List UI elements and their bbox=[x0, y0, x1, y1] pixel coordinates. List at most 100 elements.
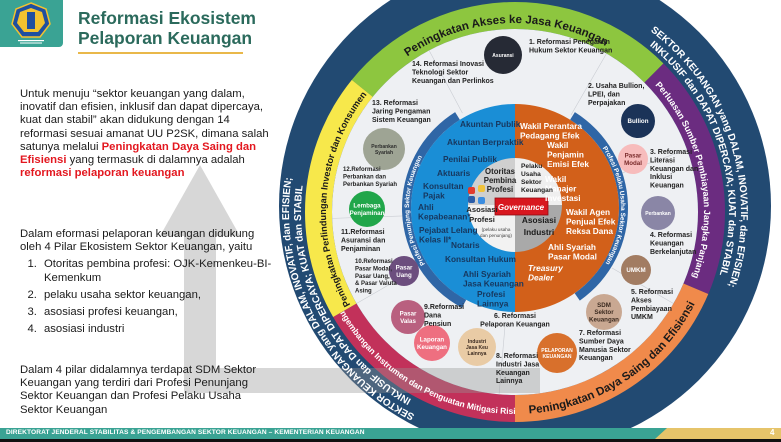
otoritas-label-line: Profesi bbox=[487, 185, 513, 194]
profesi-penunjang-area bbox=[411, 104, 515, 312]
profesi-pelaku-item-line: Investasi bbox=[545, 193, 581, 203]
profesi-penunjang-item-line: Lainnya bbox=[477, 299, 509, 309]
core-asosiasi-profesi bbox=[468, 205, 515, 252]
reform-label-line: Pensiun bbox=[424, 321, 451, 328]
authority-logo-icon bbox=[468, 196, 475, 203]
reform-label-line: Inklusi bbox=[650, 174, 672, 181]
reform-label-line: 9.Reformasi bbox=[424, 304, 464, 311]
pelaku-usaha-label-line: Usaha bbox=[521, 171, 541, 178]
profesi-penunjang-item-line: Ahli Syariah bbox=[463, 269, 511, 279]
intro-highlight-1: Peningkatan Daya Saing dan Efisiensi bbox=[20, 140, 257, 167]
sector-circle-label-line: Industri bbox=[468, 339, 487, 345]
band-penunjang bbox=[401, 112, 467, 308]
sector-circle-label-line: Penjaminan bbox=[350, 210, 385, 217]
pillar-yellow-segment bbox=[305, 79, 373, 318]
reform-label-line: Pembiayaan bbox=[631, 306, 672, 313]
reform-label-line: Berkelanjutan bbox=[650, 249, 696, 256]
sector-circle bbox=[618, 144, 648, 174]
profesi-penunjang-item-line: Aktuaris bbox=[437, 168, 471, 178]
intro-paragraph: Untuk menuju “sektor keuangan yang dalam… bbox=[20, 88, 275, 180]
asosiasi-industri-label-line: Industri bbox=[524, 227, 554, 237]
pillar-item: Otoritas pembina profesi: OJK-Kemenkeu-B… bbox=[40, 258, 275, 284]
profesi-pelaku-item-line: Wakil bbox=[545, 174, 566, 184]
profesi-pelaku-item-line: Dealer bbox=[528, 273, 554, 283]
sector-circle-label-line: Sektor bbox=[594, 309, 614, 316]
pillar-item: asosiasi industri bbox=[40, 323, 275, 336]
reform-label-line: Penjaminan bbox=[341, 246, 380, 253]
reform-label-line: Keuangan dan bbox=[650, 166, 698, 173]
sector-circle-label-line: Perbankan bbox=[371, 144, 397, 150]
sector-circle-label: Perbankan bbox=[645, 211, 671, 217]
bottom-edge bbox=[0, 439, 781, 442]
reform-label-line: Asing bbox=[355, 289, 372, 295]
reform-label-line: 13. Reformasi bbox=[372, 100, 418, 107]
profesi-penunjang-item-line: Jasa Keuangan bbox=[463, 279, 524, 289]
reform-label-line: LPEI, dan bbox=[588, 91, 620, 98]
profesi-pelaku-area bbox=[515, 104, 619, 312]
reform-label-line: 12.Reformasi bbox=[343, 167, 381, 173]
pillars-intro: Dalam eformasi pelaporan keuangan diduku… bbox=[20, 228, 255, 254]
reform-label-line: 11.Reformasi bbox=[341, 229, 385, 236]
reform-label-line: 1. Reformasi Penegakan bbox=[529, 39, 610, 46]
pillars-list: Otoritas pembina profesi: OJK-Kemenkeu-B… bbox=[20, 258, 275, 336]
reform-label-line: Keuangan bbox=[650, 240, 684, 247]
profesi-pelaku-item-line: Penjamin bbox=[547, 150, 584, 160]
profesi-pelaku-item-line: Reksa Dana bbox=[566, 226, 613, 236]
sector-circle-label-line: Pasar bbox=[625, 153, 642, 160]
pelaku-usaha-label-line: Pelaku bbox=[521, 163, 542, 170]
sector-circle-label-line: Jasa Keu bbox=[466, 345, 488, 351]
profesi-penunjang-item-line: Ahli bbox=[418, 202, 434, 212]
core-asosiasi-industri bbox=[515, 205, 562, 252]
sector-circle bbox=[363, 128, 405, 170]
reform-label-line: Lainnya bbox=[496, 378, 523, 385]
intro-highlight-2: reformasi pelaporan keuangan bbox=[20, 167, 185, 180]
intro-text-2: yang termasuk di dalamnya adalah bbox=[66, 154, 245, 167]
sector-circle-label-line: Lainnya bbox=[468, 351, 487, 357]
profesi-pelaku-item-line: Ahli Syariah bbox=[548, 242, 596, 252]
sector-circle bbox=[389, 256, 419, 286]
divider-line bbox=[428, 50, 463, 114]
profesi-penunjang-item-line: Konsultan bbox=[423, 181, 464, 191]
governance-box bbox=[494, 197, 549, 216]
profesi-penunjang-item-line: Konsultan Hukum bbox=[445, 254, 516, 264]
sector-circle bbox=[414, 325, 450, 361]
upward-arrow-overlay bbox=[160, 165, 540, 393]
authority-logo-icon bbox=[468, 187, 475, 194]
reform-label-line: Sistem Keuangan bbox=[372, 117, 431, 124]
footer-bar bbox=[0, 428, 781, 439]
reform-label-line: Teknologi Sektor bbox=[412, 69, 469, 76]
core-pelaku bbox=[515, 158, 562, 205]
reform-label-line: Sumber Daya bbox=[579, 338, 624, 345]
sector-circle-label-line: Uang bbox=[396, 272, 412, 279]
reform-label-line: 6. Reformasi bbox=[494, 313, 536, 320]
reform-label-line: Pelaporan Keuangan bbox=[480, 321, 550, 328]
profesi-penunjang-item-line: Penilai Publik bbox=[443, 154, 497, 164]
reform-label-line: 5. Reformasi bbox=[631, 289, 673, 296]
authority-logo-icon bbox=[478, 185, 485, 192]
sector-circle-label-line: PELAPORAN bbox=[541, 348, 573, 354]
reform-label-line: 14. Reformasi Inovasi bbox=[412, 61, 484, 68]
sector-circle bbox=[586, 294, 622, 330]
title-line-2: Pelaporan Keuangan bbox=[78, 28, 253, 48]
divider-line bbox=[498, 323, 506, 395]
profesi-penunjang-item-line: Akuntan Publik bbox=[460, 119, 521, 129]
footer-text: DIREKTORAT JENDERAL STABILITAS & PENGEMB… bbox=[6, 429, 365, 436]
